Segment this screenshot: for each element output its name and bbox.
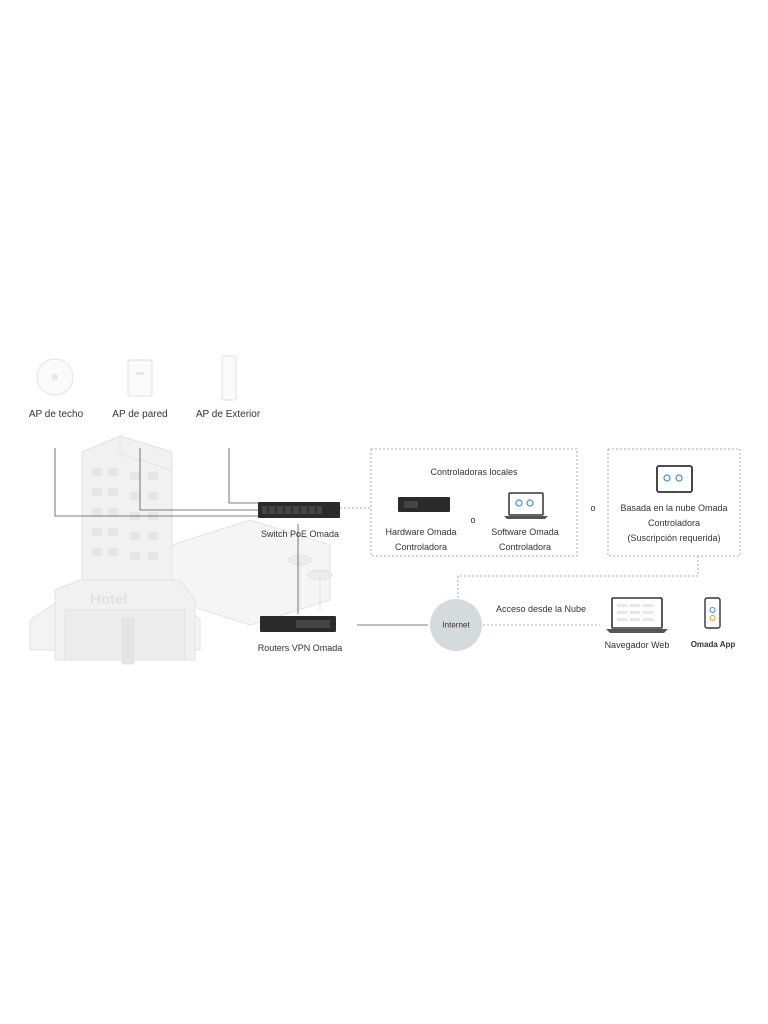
label-internet: Internet xyxy=(442,620,470,630)
label-or-cloud: o xyxy=(590,503,596,513)
tablet-cloud-controller xyxy=(656,465,693,493)
label-hardware-controller-2: Controladora xyxy=(394,542,448,552)
label-cloud-access: Acceso desde la Nube xyxy=(495,604,587,614)
label-router: Routers VPN Omada xyxy=(257,643,343,653)
label-cloud-controller-3: (Suscripción requerida) xyxy=(627,533,721,543)
hardware-controller-device xyxy=(398,497,450,512)
label-cloud-controller-2: Controladora xyxy=(647,518,701,528)
label-hardware-controller-1: Hardware Omada xyxy=(385,527,457,537)
web-browser-monitor xyxy=(606,597,668,633)
label-software-controller-1: Software Omada xyxy=(491,527,559,537)
label-ceiling-ap: AP de techo xyxy=(28,409,84,420)
wall-ap-device xyxy=(127,359,153,397)
cable-lines xyxy=(54,448,428,626)
label-wall-ap: AP de pared xyxy=(112,409,168,420)
phone-omada-app xyxy=(704,597,721,629)
label-omada-app: Omada App xyxy=(690,640,736,649)
label-software-controller-2: Controladora xyxy=(498,542,552,552)
label-web-browser: Navegador Web xyxy=(604,640,670,650)
label-cloud-controller-1: Basada en la nube Omada xyxy=(620,503,728,513)
laptop-software-controller xyxy=(504,492,548,519)
label-outdoor-ap: AP de Exterior xyxy=(195,409,261,420)
vpn-router-device xyxy=(260,616,336,632)
label-switch: Switch PoE Omada xyxy=(260,529,340,539)
hotel-building-illustration xyxy=(29,435,333,665)
local-controllers-title: Controladoras locales xyxy=(430,467,518,477)
poe-switch-device xyxy=(258,502,340,518)
hotel-sign: Hotel xyxy=(90,591,128,608)
outdoor-ap-device xyxy=(221,355,237,401)
internet-circle xyxy=(430,599,482,651)
ceiling-ap-device xyxy=(36,358,74,396)
dotted-links xyxy=(340,448,741,626)
label-or-local: o xyxy=(470,515,476,525)
